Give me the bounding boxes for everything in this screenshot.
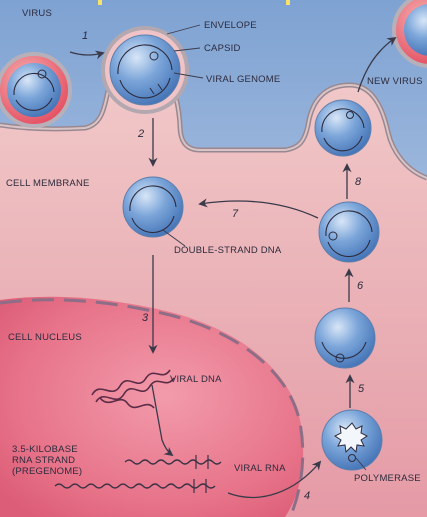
rna-strand-upper: [124, 459, 222, 465]
budding-capsid: [314, 99, 372, 157]
arrow-step-1: [69, 50, 105, 60]
step-number-7: 7: [232, 208, 239, 220]
step-number-4: 4: [304, 490, 311, 502]
new-virus-exiting: [392, 0, 427, 68]
step-number-2: 2: [138, 128, 145, 140]
capsid-polymerase: [321, 409, 383, 471]
arrow-step-3b: [151, 384, 174, 457]
arrow-step-4: [227, 460, 322, 499]
label-viral-dna: VIRAL DNA: [170, 374, 222, 385]
label-pregenome-line1: 3.5-KILOBASE: [12, 444, 78, 455]
step-number-5: 5: [358, 383, 365, 395]
label-pregenome-line3: (PREGENOME): [12, 466, 83, 477]
label-cell-nucleus: CELL NUCLEUS: [8, 332, 82, 343]
viral-dna-coil: [91, 369, 175, 409]
rna-strand-lower: [54, 483, 216, 489]
virus-particle: [0, 52, 72, 128]
label-viral-genome: VIRAL GENOME: [206, 74, 281, 85]
label-pregenome-line2: RNA STRAND: [12, 455, 76, 466]
label-cell-membrane: CELL MEMBRANE: [6, 178, 90, 189]
step-number-1: 1: [82, 30, 89, 42]
capsid-step-6: [314, 307, 376, 369]
label-virus: VIRUS: [22, 8, 53, 19]
label-new-virus: NEW VIRUS: [367, 76, 423, 87]
capsid-step-7: [318, 201, 380, 263]
step-number-3: 3: [142, 312, 149, 324]
step-arrows: [69, 36, 397, 499]
label-capsid: CAPSID: [204, 43, 241, 54]
capsid-double-strand-dna: [122, 176, 184, 238]
label-viral-rna: VIRAL RNA: [234, 463, 286, 474]
label-double-strand-dna: DOUBLE-STRAND DNA: [174, 245, 282, 256]
labeled-virus: [101, 26, 189, 114]
label-polymerase: POLYMERASE: [354, 473, 421, 484]
extracellular-space: [0, 0, 427, 178]
cell-nucleus: [0, 296, 304, 517]
step-number-8: 8: [355, 176, 362, 188]
arrow-new-virus: [357, 36, 397, 93]
step-number-6: 6: [357, 280, 364, 292]
label-envelope: ENVELOPE: [204, 20, 257, 31]
arrow-step-7: [198, 198, 319, 219]
